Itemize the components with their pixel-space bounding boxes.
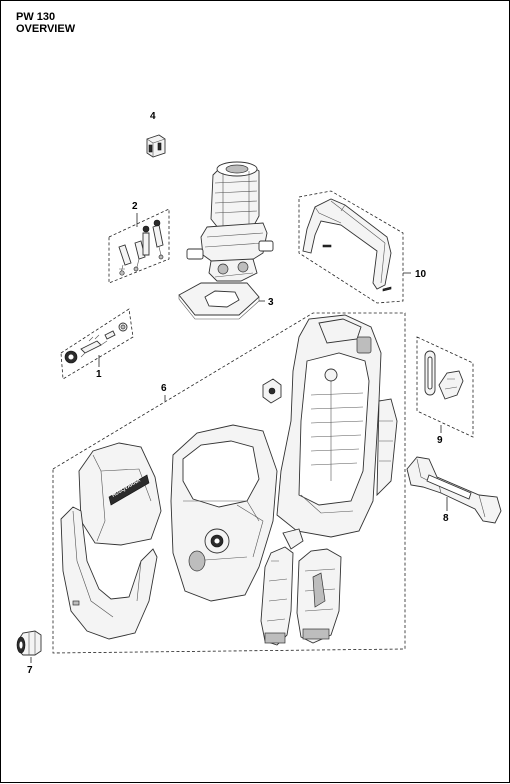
diagram-header: PW 130 OVERVIEW (16, 11, 75, 35)
callout-6: 6 (161, 383, 167, 394)
model-title: PW 130 (16, 11, 56, 23)
callout-7: 7 (27, 665, 33, 676)
callout-3: 3 (268, 297, 274, 308)
callout-9: 9 (437, 435, 443, 446)
part-7-coupling (16, 630, 42, 656)
part-2-kit-group (108, 208, 170, 284)
part-4-switch (146, 134, 166, 158)
cord-holder-left (260, 528, 304, 646)
frame-clip (262, 378, 282, 404)
rear-cover-panel (170, 424, 278, 602)
motor-pump-unit (186, 161, 274, 282)
callout-8: 8 (443, 513, 449, 524)
main-frame (276, 314, 398, 538)
callout-10: 10 (415, 269, 427, 280)
callout-1: 1 (96, 369, 102, 380)
cord-holder-right (296, 548, 342, 644)
view-title: OVERVIEW (16, 23, 76, 35)
side-panel-left (60, 506, 158, 640)
callout-2: 2 (132, 201, 138, 212)
part-3-base-gasket (178, 282, 260, 320)
front-cover-panel: HUSQVARNA (78, 442, 162, 546)
part-8-foot-bracket (406, 456, 502, 524)
callout-4: 4 (150, 111, 156, 122)
part-10-handle-group (298, 190, 404, 304)
part-1-kit-group (60, 308, 134, 380)
part-9-hook-group (416, 336, 474, 438)
part-6-housing-boundary (52, 312, 406, 654)
